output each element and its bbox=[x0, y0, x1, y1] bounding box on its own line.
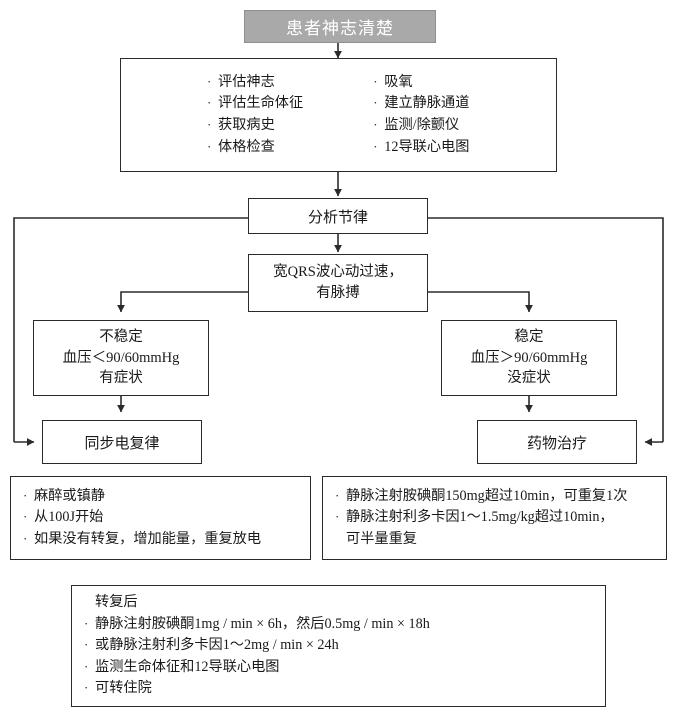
list-item: · 静脉注射利多卡因1～1.5mg/kg超过10min， bbox=[335, 509, 614, 526]
list-item: · 12导联心电图 bbox=[373, 138, 470, 155]
bullet-icon: · bbox=[84, 615, 89, 631]
list-item: · 监测生命体征和12导联心电图 bbox=[84, 658, 280, 675]
synchronized-cardioversion-box: 同步电复律 bbox=[42, 420, 202, 464]
bullet-icon: · bbox=[373, 138, 378, 154]
drug-details-continuation: 可半量重复 bbox=[346, 530, 417, 547]
bullet-icon: · bbox=[335, 509, 340, 525]
initial-assessment-box: · 评估神志 · 评估生命体征 · 获取病史 · 体格检查 · bbox=[120, 58, 557, 172]
title-label: 患者神志清楚 bbox=[286, 19, 394, 38]
stable-box: 稳定 血压＞90/60mmHg 没症状 bbox=[441, 320, 617, 396]
bullet-icon: · bbox=[373, 117, 378, 132]
list-item: · 静脉注射胺碘酮150mg超过10min，可重复1次 bbox=[335, 487, 628, 504]
after-conversion-heading: 转复后 bbox=[95, 594, 138, 611]
list-item: · 吸氧 bbox=[373, 73, 413, 90]
wide-qrs-line2: 有脉搏 bbox=[316, 285, 360, 301]
unstable-line2: 血压＜90/60mmHg bbox=[62, 349, 180, 366]
stable-line3: 没症状 bbox=[507, 370, 551, 387]
list-item: · 建立静脉通道 bbox=[373, 95, 470, 112]
bullet-icon: · bbox=[373, 95, 378, 111]
cardioversion-details-box: · 麻醉或镇静 · 从100J开始 · 如果没有转复，增加能量，重复放电 bbox=[10, 476, 311, 560]
bullet-icon: · bbox=[373, 73, 378, 89]
drug-therapy-label: 药物治疗 bbox=[526, 435, 587, 452]
bullet-icon: · bbox=[84, 637, 89, 653]
analyze-rhythm-label: 分析节律 bbox=[307, 209, 368, 226]
after-conversion-box: 转复后 · 静脉注射胺碘酮1mg / min × 6h，然后0.5mg / mi… bbox=[71, 585, 606, 707]
unstable-line3: 有症状 bbox=[99, 370, 143, 387]
assessment-column-left: · 评估神志 · 评估生命体征 · 获取病史 · 体格检查 bbox=[195, 63, 361, 167]
list-item: · 监测/除颤仪 bbox=[373, 117, 460, 133]
list-item: · 静脉注射胺碘酮1mg / min × 6h，然后0.5mg / min × … bbox=[84, 615, 430, 632]
list-item: · 体格检查 bbox=[207, 138, 275, 155]
drug-details-box: · 静脉注射胺碘酮150mg超过10min，可重复1次 · 静脉注射利多卡因1～… bbox=[322, 476, 667, 560]
bullet-icon: · bbox=[23, 530, 28, 546]
list-item: · 获取病史 bbox=[207, 117, 275, 133]
bullet-icon: · bbox=[207, 138, 212, 154]
assessment-column-right: · 吸氧 · 建立静脉通道 · 监测/除颤仪 · 12导联心电图 bbox=[361, 63, 556, 167]
list-item: · 评估生命体征 bbox=[207, 95, 304, 112]
list-item: · 评估神志 bbox=[207, 73, 275, 90]
stable-line1: 稳定 bbox=[514, 329, 544, 346]
list-item: · 如果没有转复，增加能量，重复放电 bbox=[23, 530, 262, 547]
list-item: · 可转住院 bbox=[84, 680, 152, 697]
bullet-icon: · bbox=[84, 680, 89, 696]
bullet-icon: · bbox=[84, 658, 89, 674]
list-item: · 麻醉或镇静 bbox=[23, 487, 105, 504]
stable-line2: 血压＞90/60mmHg bbox=[470, 349, 588, 366]
drug-therapy-box: 药物治疗 bbox=[477, 420, 637, 464]
bullet-icon: · bbox=[207, 117, 212, 132]
bullet-icon: · bbox=[23, 487, 28, 503]
unstable-box: 不稳定 血压＜90/60mmHg 有症状 bbox=[33, 320, 209, 396]
wide-qrs-box: 宽QRS波心动过速， 有脉搏 bbox=[248, 254, 428, 312]
bullet-icon: · bbox=[207, 95, 212, 111]
bullet-icon: · bbox=[23, 509, 28, 525]
bullet-icon: · bbox=[207, 73, 212, 89]
wide-qrs-line1: 宽QRS波心动过速， bbox=[273, 264, 403, 281]
list-item: · 从100J开始 bbox=[23, 509, 104, 526]
analyze-rhythm-box: 分析节律 bbox=[248, 198, 428, 234]
list-item: · 或静脉注射利多卡因1～2mg / min × 24h bbox=[84, 637, 339, 654]
title-box: 患者神志清楚 bbox=[244, 10, 436, 43]
synchronized-cardioversion-label: 同步电复律 bbox=[84, 435, 160, 452]
bullet-icon: · bbox=[335, 487, 340, 503]
unstable-line1: 不稳定 bbox=[99, 329, 143, 346]
